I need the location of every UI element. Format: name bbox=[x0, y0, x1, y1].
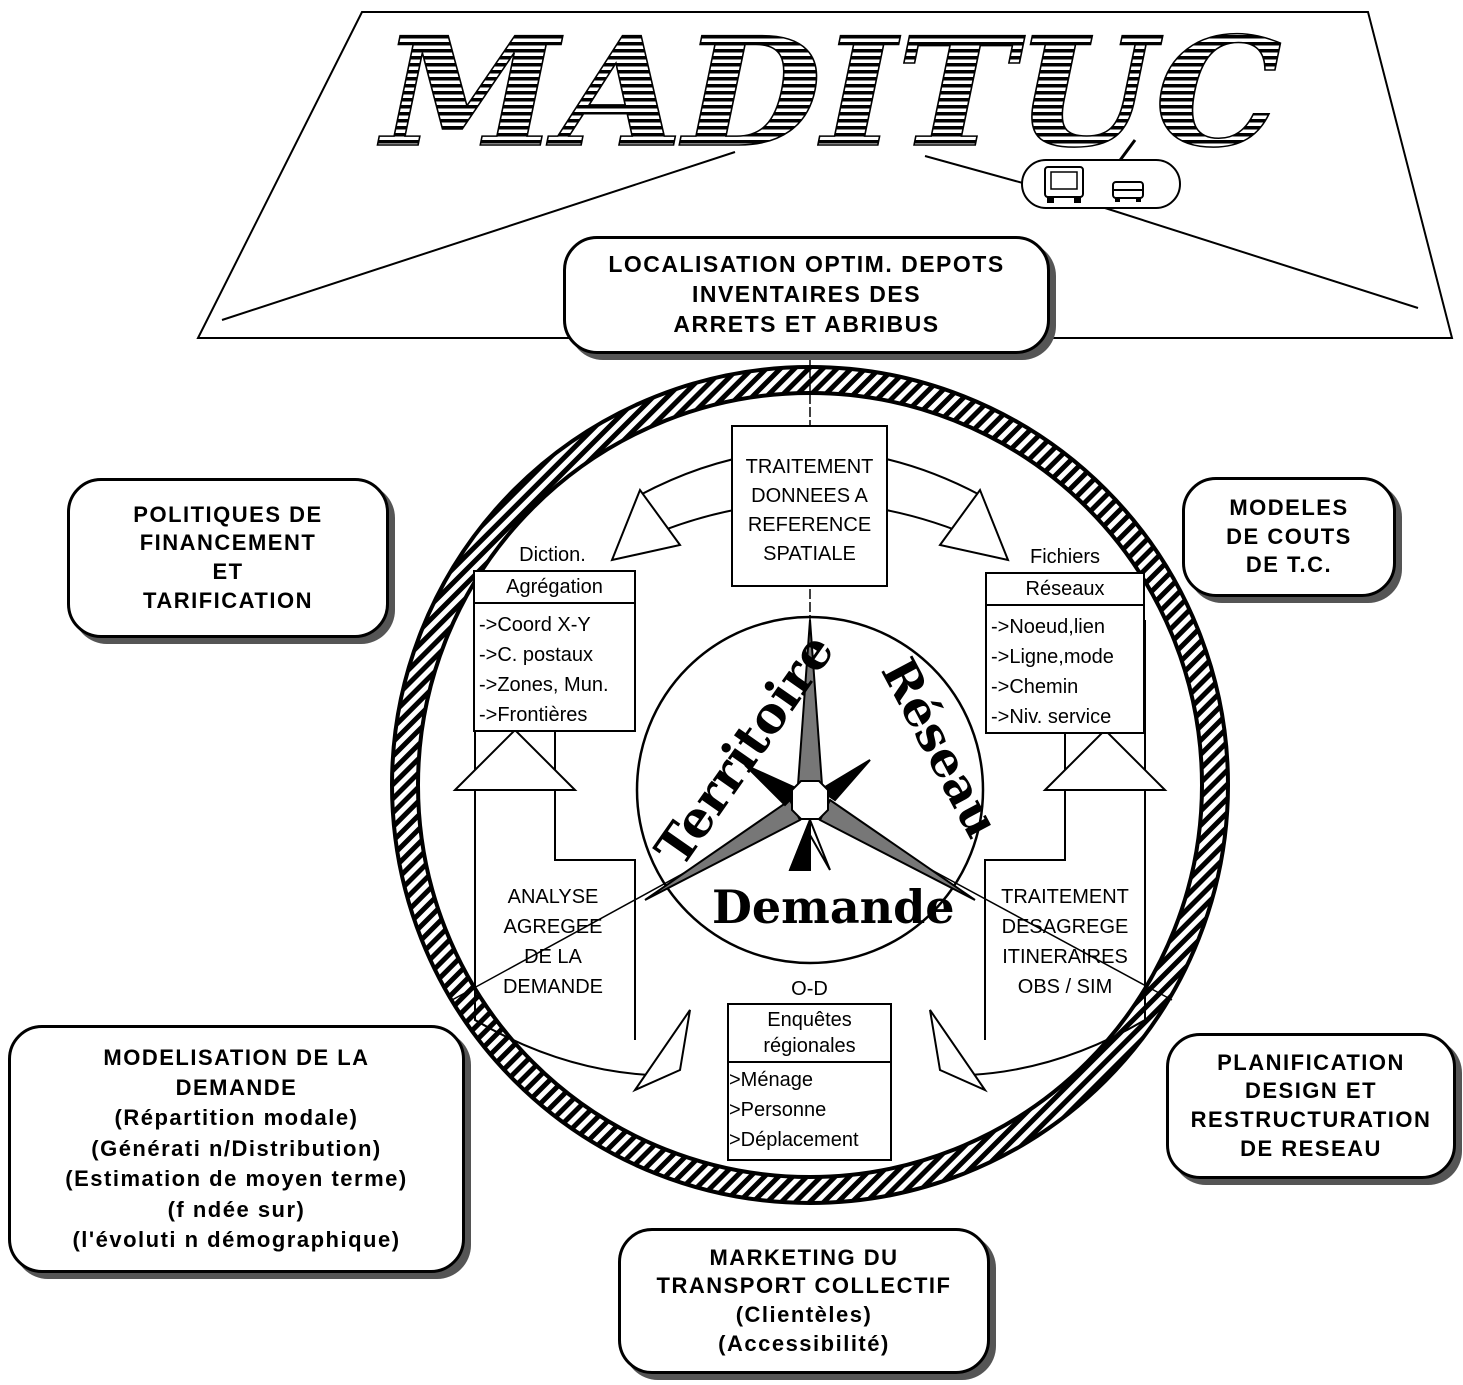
process-right-line: DESAGREGE bbox=[1001, 916, 1129, 938]
plane-line-right bbox=[1104, 207, 1419, 309]
box-modelisation-line: DEMANDE bbox=[175, 1075, 298, 1101]
process-top-line: TRAITEMENT bbox=[745, 456, 874, 478]
panel-right-header: Réseaux bbox=[987, 574, 1143, 606]
box-politiques-line: TARIFICATION bbox=[143, 587, 313, 613]
box-marketing-line: TRANSPORT COLLECTIF bbox=[656, 1273, 952, 1299]
process-left-line: DE LA bbox=[524, 946, 582, 968]
box-politiques: POLITIQUES DE FINANCEMENT ET TARIFICATIO… bbox=[67, 478, 389, 638]
box-localisation: LOCALISATION OPTIM. DEPOTS INVENTAIRES D… bbox=[563, 236, 1050, 354]
process-left-line: DEMANDE bbox=[502, 976, 603, 998]
process-right-line: TRAITEMENT bbox=[1001, 886, 1129, 908]
panel-bottom-item: >Ménage bbox=[729, 1069, 813, 1091]
panel-right-item: ->Ligne,mode bbox=[991, 646, 1114, 668]
process-right-line: OBS / SIM bbox=[1017, 976, 1113, 998]
panel-left-item: ->C. postaux bbox=[479, 644, 593, 666]
box-modelisation-line: MODELISATION DE LA bbox=[103, 1044, 370, 1070]
maditoc-logo: MADITUC bbox=[377, 5, 1282, 181]
panel-left: Agrégation ->Coord X-Y ->C. postaux ->Zo… bbox=[473, 570, 636, 732]
box-modeles-couts: MODELES DE COUTS DE T.C. bbox=[1182, 477, 1396, 597]
box-modelisation-line: (Générati n/Distribution) bbox=[91, 1135, 382, 1161]
process-left-line: AGREGEE bbox=[503, 916, 603, 938]
panel-right-item: ->Noeud,lien bbox=[991, 616, 1105, 638]
box-modelisation-line: (l'évoluti n démographique) bbox=[72, 1226, 401, 1252]
box-modelisation-line: (Estimation de moyen terme) bbox=[65, 1166, 408, 1192]
computer-icon bbox=[1044, 166, 1084, 203]
box-modeles-line: DE T.C. bbox=[1245, 552, 1333, 578]
panel-left-item: ->Coord X-Y bbox=[479, 614, 591, 636]
box-localisation-line: ARRETS ET ABRIBUS bbox=[673, 310, 940, 337]
panel-left-item: ->Zones, Mun. bbox=[479, 674, 609, 696]
panel-bottom-header-line: régionales bbox=[763, 1035, 856, 1057]
panel-bottom-item: >Déplacement bbox=[729, 1129, 859, 1151]
box-planification-line: RESTRUCTURATION bbox=[1190, 1107, 1432, 1132]
box-politiques-line: ET bbox=[212, 559, 244, 584]
box-marketing-line: (Accessibilité) bbox=[718, 1330, 890, 1356]
process-left-line: ANALYSE bbox=[507, 886, 599, 908]
box-politiques-line: POLITIQUES DE bbox=[133, 501, 323, 527]
process-top: TRAITEMENT DONNEES A REFERENCE SPATIALE bbox=[731, 425, 888, 587]
arrow-band bbox=[474, 449, 1146, 1076]
arrowheads bbox=[452, 487, 1168, 1093]
process-right: TRAITEMENT DESAGREGE ITINERAIRES OBS / S… bbox=[985, 882, 1145, 1002]
box-planification-line: DE RESEAU bbox=[1240, 1135, 1382, 1161]
sector-demande: Demande bbox=[712, 880, 955, 934]
process-top-line: DONNEES A bbox=[751, 485, 868, 507]
box-planification-line: PLANIFICATION bbox=[1217, 1049, 1405, 1075]
box-marketing-line: MARKETING DU bbox=[709, 1244, 899, 1270]
bus-icon bbox=[1112, 181, 1144, 202]
panel-left-label: Diction. bbox=[519, 544, 586, 566]
box-localisation-line: LOCALISATION OPTIM. DEPOTS bbox=[608, 251, 1005, 278]
compass-star bbox=[644, 619, 976, 901]
box-planification: PLANIFICATION DESIGN ET RESTRUCTURATION … bbox=[1166, 1033, 1456, 1179]
panel-left-item: ->Frontières bbox=[479, 704, 588, 726]
panel-right: Réseaux ->Noeud,lien ->Ligne,mode ->Chem… bbox=[985, 572, 1145, 734]
process-top-line: REFERENCE bbox=[747, 514, 872, 536]
panel-left-header: Agrégation bbox=[475, 572, 634, 604]
header-plane bbox=[196, 11, 1454, 339]
panel-right-item: ->Chemin bbox=[991, 676, 1079, 698]
panel-bottom: Enquêtes régionales >Ménage >Personne >D… bbox=[727, 1003, 892, 1161]
box-localisation-line: INVENTAIRES DES bbox=[691, 281, 922, 308]
process-top-line: SPATIALE bbox=[763, 543, 856, 565]
box-modelisation: MODELISATION DE LA DEMANDE (Répartition … bbox=[8, 1025, 465, 1273]
panel-bottom-label: O-D bbox=[791, 978, 828, 1000]
box-marketing: MARKETING DU TRANSPORT COLLECTIF (Client… bbox=[618, 1228, 990, 1374]
box-modelisation-line: (f ndée sur) bbox=[167, 1196, 306, 1222]
panel-right-label: Fichiers bbox=[1029, 546, 1100, 568]
panel-right-item: ->Niv. service bbox=[991, 706, 1112, 728]
box-politiques-line: FINANCEMENT bbox=[139, 530, 317, 556]
process-left: ANALYSE AGREGEE DE LA DEMANDE bbox=[478, 882, 628, 1002]
plane-line-left bbox=[221, 151, 736, 321]
box-modelisation-line: (Répartition modale) bbox=[114, 1105, 359, 1131]
process-right-line: ITINERAIRES bbox=[1002, 946, 1128, 968]
panel-bottom-header: Enquêtes régionales bbox=[729, 1005, 890, 1063]
panel-bottom-header-line: Enquêtes bbox=[767, 1009, 852, 1031]
box-planification-line: DESIGN ET bbox=[1244, 1078, 1378, 1104]
plane-line-mid bbox=[924, 155, 1031, 186]
panel-bottom-item: >Personne bbox=[729, 1099, 827, 1121]
box-modeles-line: MODELES bbox=[1229, 495, 1349, 521]
box-marketing-line: (Clientèles) bbox=[735, 1302, 873, 1327]
box-modeles-line: DE COUTS bbox=[1226, 523, 1352, 549]
